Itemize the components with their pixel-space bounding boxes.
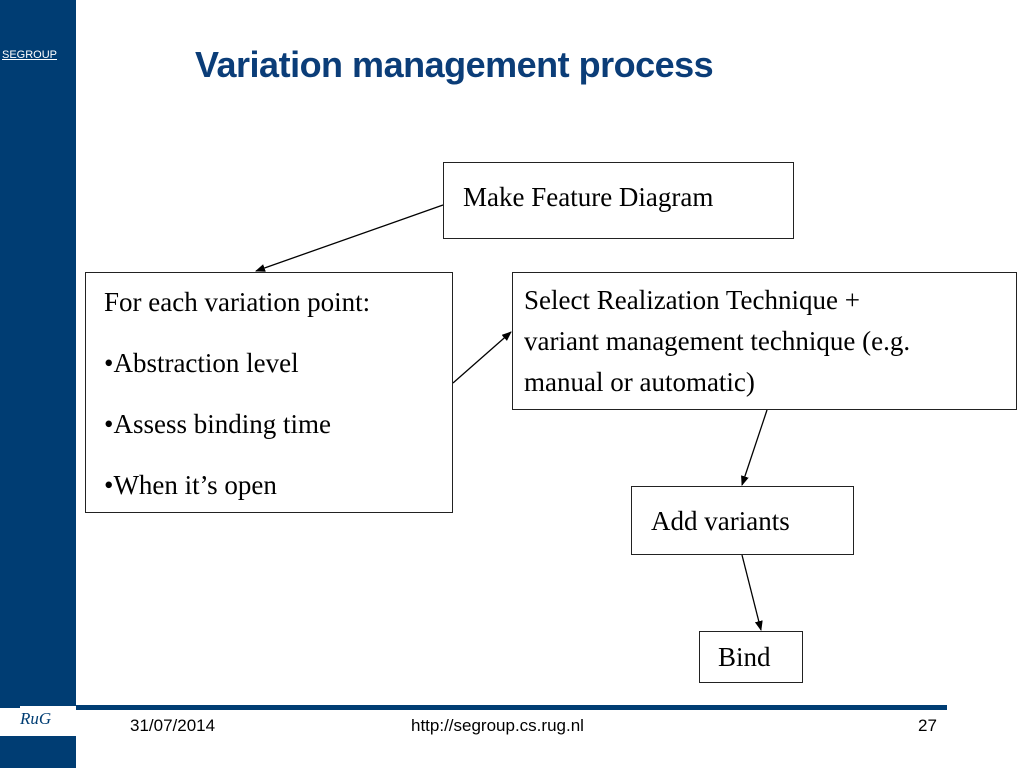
- make-feature-diagram-label: Make Feature Diagram: [463, 182, 714, 212]
- arrow-add-to-bind: [741, 554, 763, 631]
- select-line-1: Select Realization Technique +: [524, 285, 860, 315]
- bind-label: Bind: [718, 642, 771, 672]
- when-open-item: •When it’s open: [104, 470, 277, 500]
- arrow-make-to-foreach: [255, 204, 444, 272]
- abstraction-level-item: •Abstraction level: [104, 348, 299, 378]
- rug-logo-label: RuG: [20, 709, 52, 728]
- add-variants-label: Add variants: [651, 506, 790, 536]
- footer-rule: [76, 705, 947, 710]
- rug-logo: [0, 706, 76, 736]
- for-each-variation-box: For each variation point: •Abstraction l…: [85, 272, 453, 513]
- segroup-brand: SEGROUP: [2, 49, 58, 61]
- make-feature-diagram-box: Make Feature Diagram: [443, 162, 794, 239]
- rug-logo-text: RuG: [20, 709, 51, 729]
- sidebar: [0, 0, 76, 768]
- logo-divider: [0, 706, 20, 708]
- bind-box: Bind: [699, 631, 803, 683]
- assess-binding-time-item: •Assess binding time: [104, 409, 331, 439]
- select-line-3: manual or automatic): [524, 367, 755, 397]
- select-line-2: variant management technique (e.g.: [524, 326, 911, 356]
- add-variants-box: Add variants: [631, 486, 854, 555]
- footer-page-number: 27: [918, 716, 937, 735]
- arrow-foreach-to-select: [452, 331, 512, 384]
- footer-url: http://segroup.cs.rug.nl: [411, 716, 584, 735]
- for-each-heading: For each variation point:: [104, 287, 371, 317]
- arrow-select-to-add: [741, 409, 768, 486]
- footer-date: 31/07/2014: [130, 716, 216, 735]
- select-realization-box: Select Realization Technique + variant m…: [512, 272, 1017, 410]
- slide-title: Variation management process: [195, 44, 714, 85]
